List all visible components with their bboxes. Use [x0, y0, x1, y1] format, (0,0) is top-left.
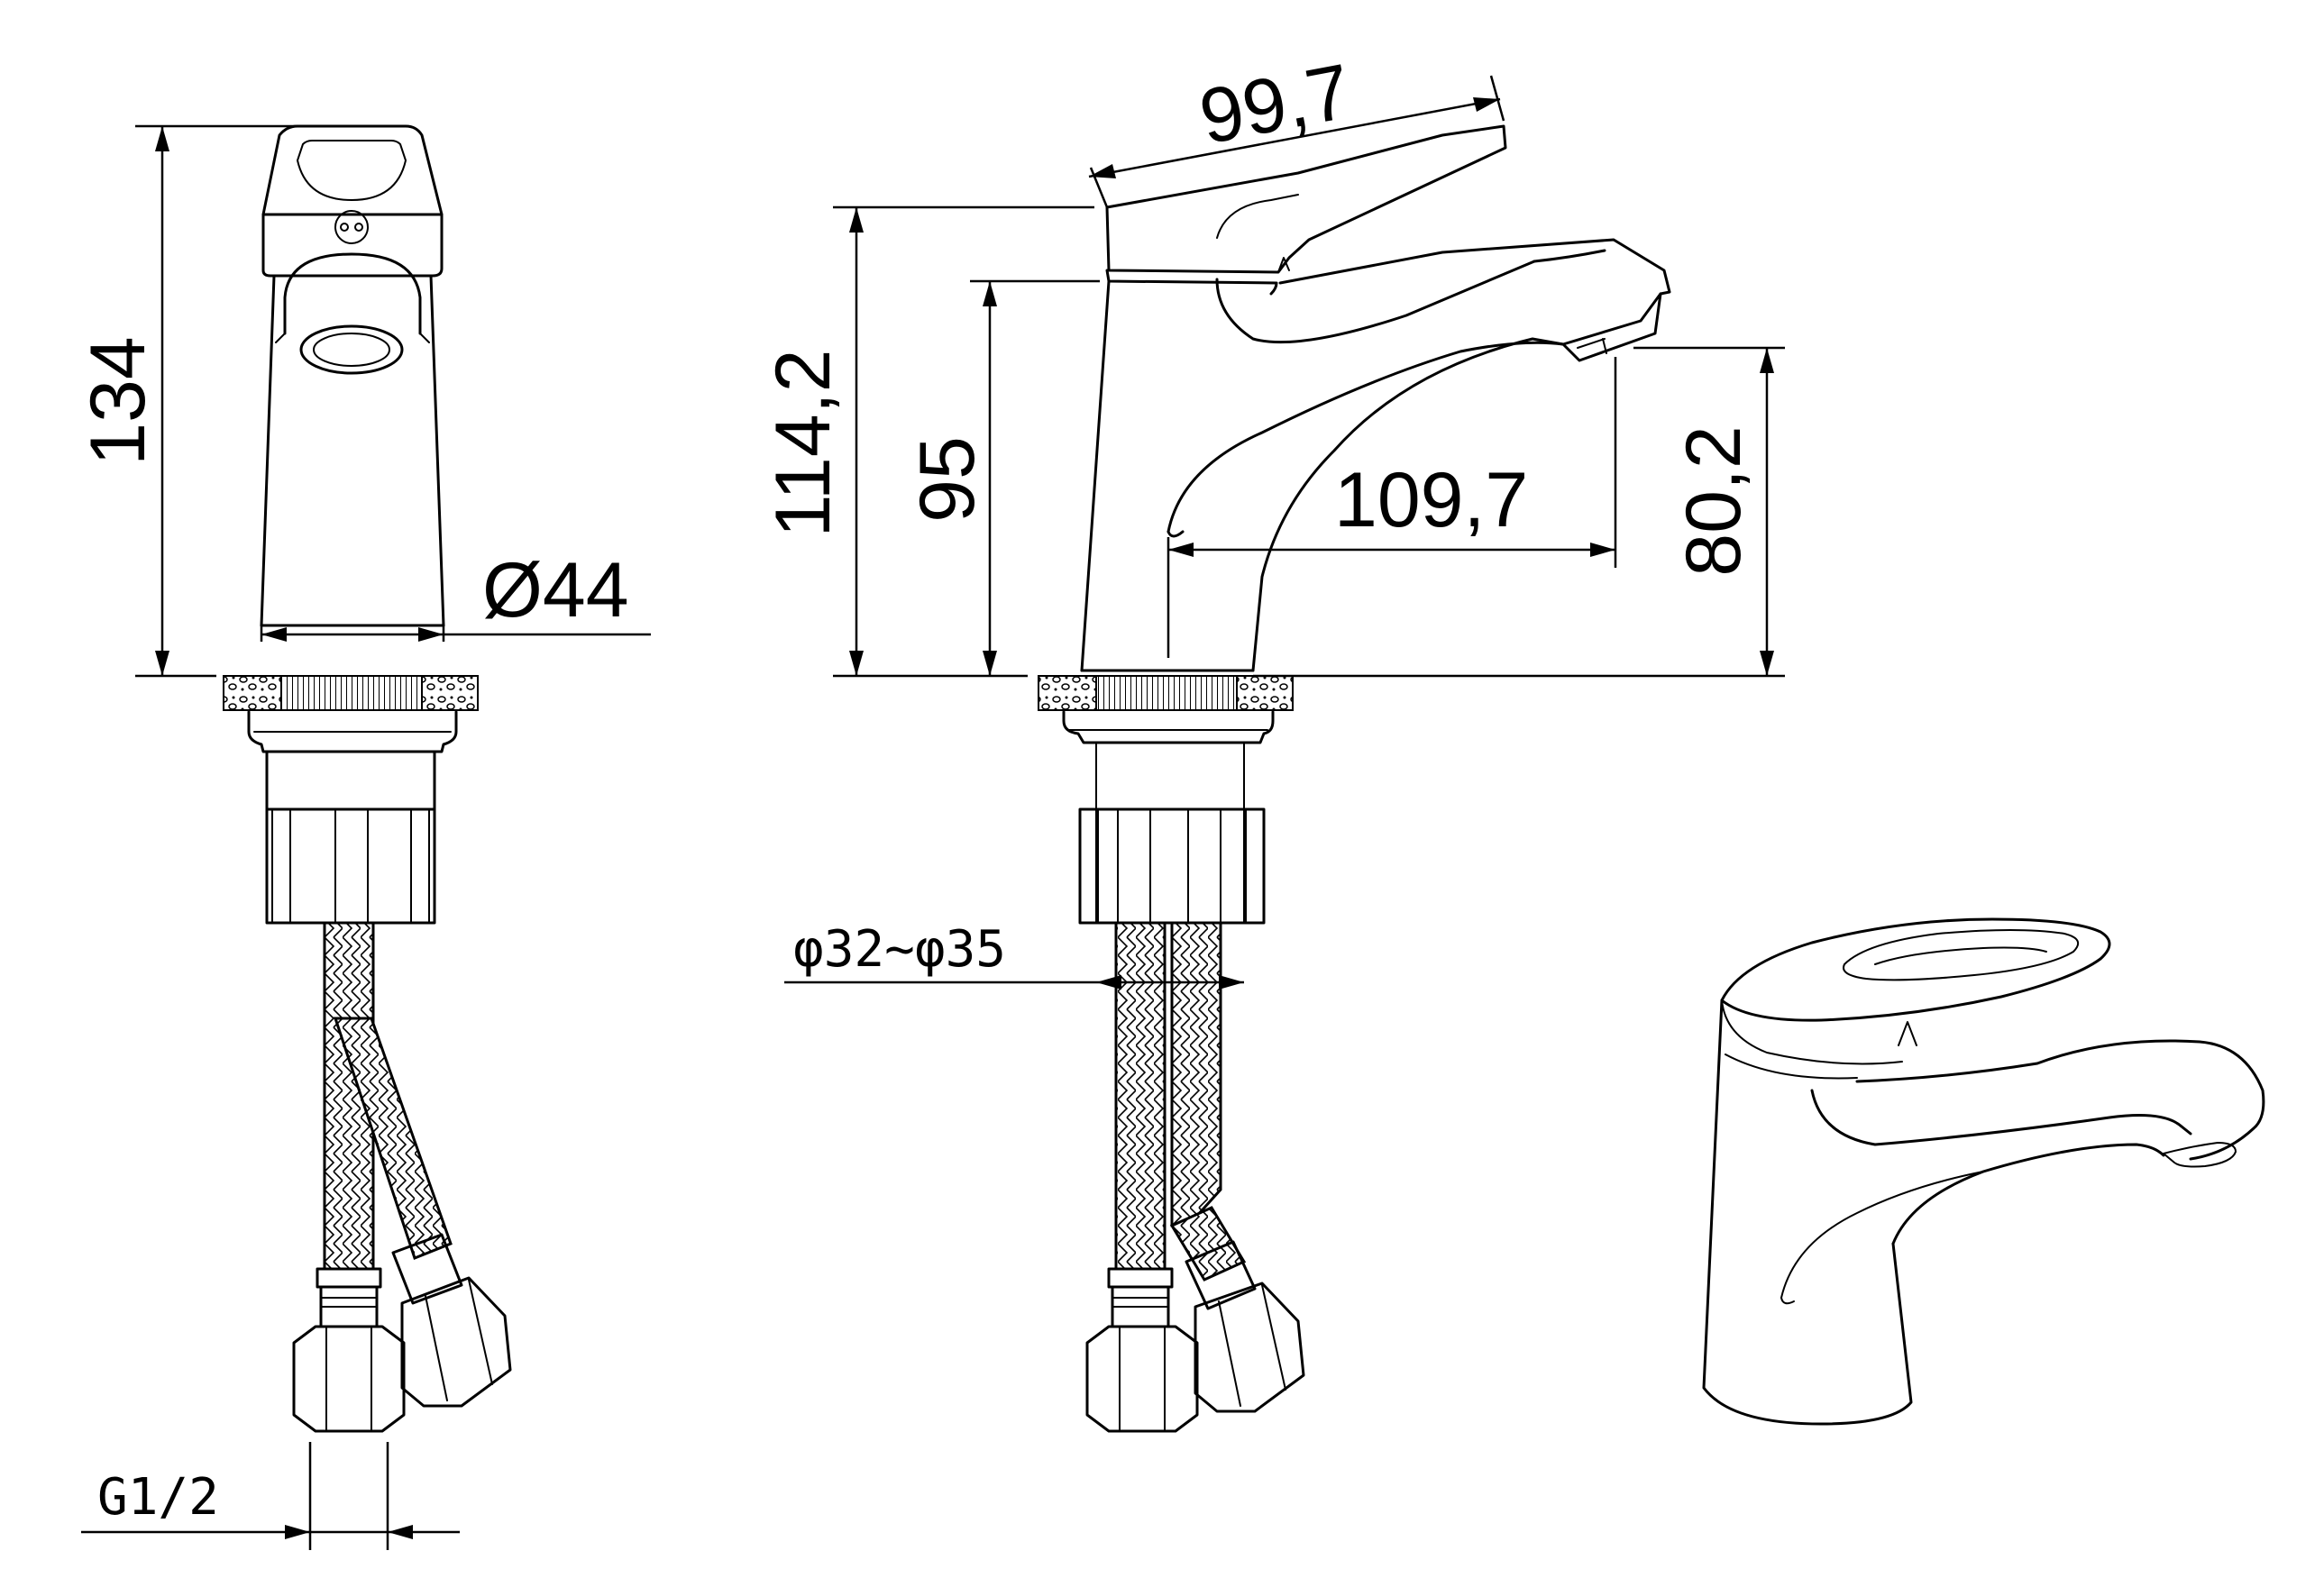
- perspective-view: [1702, 917, 2265, 1426]
- side-view: [1080, 124, 1671, 672]
- front-view: [260, 124, 445, 627]
- front-diameter-label: Ø44: [482, 547, 629, 634]
- side-dimensions: 99,7 114,2 95 109,7 80,2 φ32~φ35: [760, 48, 1785, 990]
- mount-hole-label: φ32~φ35: [793, 920, 1006, 979]
- thread-label: G1/2: [97, 1468, 219, 1527]
- front-dimensions: 134 Ø44 G1/2: [75, 124, 651, 1550]
- front-height-label: 134: [75, 336, 161, 466]
- side-mounting: [1038, 675, 1305, 1433]
- spout-reach-label: 109,7: [1334, 457, 1528, 543]
- lever-length-label: 99,7: [1193, 48, 1357, 160]
- front-mounting: [223, 675, 512, 1433]
- total-height-label: 114,2: [760, 350, 846, 538]
- spout-height-label: 80,2: [1670, 425, 1757, 576]
- body-height-label: 95: [904, 436, 991, 523]
